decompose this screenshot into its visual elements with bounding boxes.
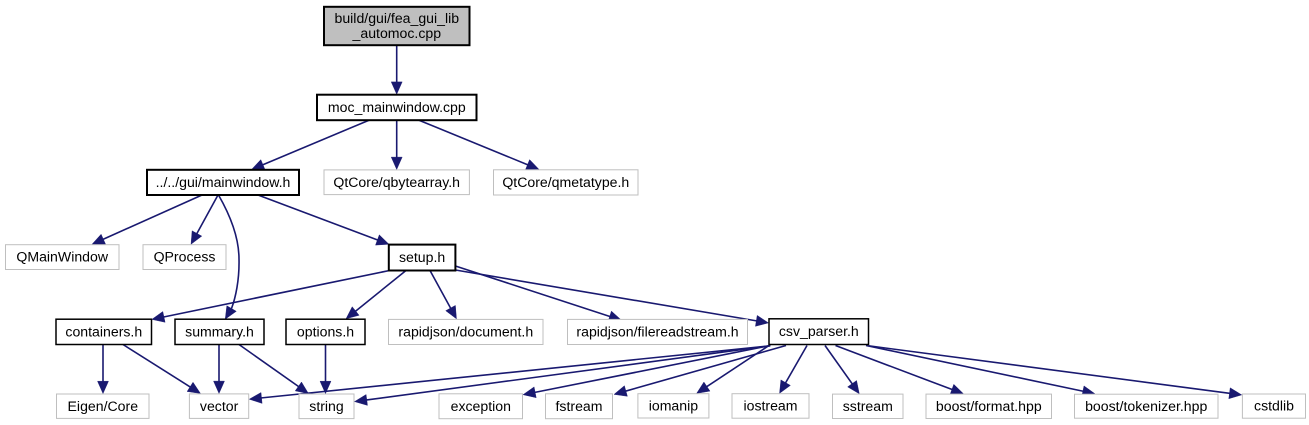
svg-text:QtCore/qmetatype.h: QtCore/qmetatype.h	[502, 174, 629, 190]
svg-text:containers.h: containers.h	[65, 324, 142, 340]
svg-text:rapidjson/filereadstream.h: rapidjson/filereadstream.h	[576, 324, 738, 340]
svg-text:sstream: sstream	[843, 398, 893, 414]
svg-text:build/gui/fea_gui_lib: build/gui/fea_gui_lib	[335, 10, 460, 26]
svg-text:string: string	[309, 398, 343, 414]
svg-text:Eigen/Core: Eigen/Core	[68, 398, 139, 414]
svg-text:iomanip: iomanip	[649, 398, 699, 414]
svg-text:vector: vector	[200, 398, 239, 414]
svg-text:summary.h: summary.h	[185, 324, 254, 340]
svg-text:cstdlib: cstdlib	[1254, 398, 1294, 414]
svg-text:_automoc.cpp: _automoc.cpp	[352, 25, 442, 41]
svg-text:QMainWindow: QMainWindow	[16, 249, 108, 265]
svg-text:moc_mainwindow.cpp: moc_mainwindow.cpp	[328, 99, 466, 115]
svg-text:options.h: options.h	[297, 324, 354, 340]
svg-text:../../gui/mainwindow.h: ../../gui/mainwindow.h	[156, 174, 291, 190]
svg-text:boost/tokenizer.hpp: boost/tokenizer.hpp	[1085, 398, 1207, 414]
svg-text:setup.h: setup.h	[399, 249, 445, 265]
svg-text:fstream: fstream	[556, 398, 603, 414]
svg-text:iostream: iostream	[743, 398, 797, 414]
svg-text:QtCore/qbytearray.h: QtCore/qbytearray.h	[333, 174, 460, 190]
svg-text:exception: exception	[451, 398, 511, 414]
svg-text:QProcess: QProcess	[154, 249, 216, 265]
svg-text:rapidjson/document.h: rapidjson/document.h	[398, 324, 533, 340]
svg-text:boost/format.hpp: boost/format.hpp	[936, 398, 1042, 414]
svg-text:csv_parser.h: csv_parser.h	[779, 323, 859, 339]
